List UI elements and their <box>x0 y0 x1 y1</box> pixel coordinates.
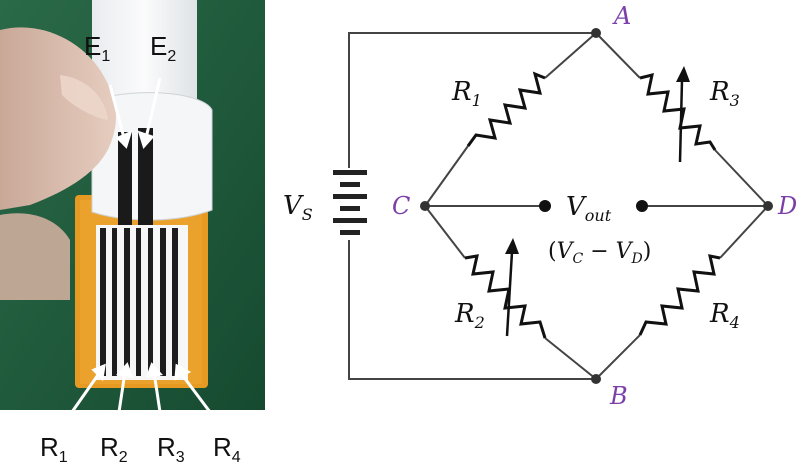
label-e2: E2 <box>150 31 176 65</box>
variable-arrow-r2 <box>505 238 519 337</box>
wire-r3-d <box>714 149 769 207</box>
node-d-dot <box>763 201 773 211</box>
wire-bottom <box>348 240 596 380</box>
vout-terminal-right <box>636 200 648 212</box>
thumb <box>0 27 116 210</box>
r3-label: R3 <box>709 77 740 110</box>
sensor-photo: E1 E2 R1 R2 R3 R4 <box>0 0 265 466</box>
label-r2: R2 <box>100 432 128 466</box>
wire-c-r2 <box>424 205 466 259</box>
source-label: VS <box>283 191 313 224</box>
battery-symbol <box>333 170 367 235</box>
vout-formula: (VC − VD) <box>548 239 651 267</box>
wire-r1-c <box>424 145 469 207</box>
vout-label: Vout <box>566 192 612 225</box>
r2-label: R2 <box>454 299 485 332</box>
label-r4: R4 <box>213 432 241 466</box>
wire-r2-b <box>544 337 597 380</box>
node-c-label: C <box>392 192 410 220</box>
vout-terminal-left <box>539 200 551 212</box>
variable-arrow-r3 <box>676 66 690 163</box>
r1-label: R1 <box>451 77 482 110</box>
wire-r4-b <box>595 334 641 380</box>
node-d-label: D <box>777 192 797 220</box>
node-c-dot <box>420 201 430 211</box>
resistor-r1 <box>466 71 546 147</box>
wire-a-r1 <box>544 32 597 79</box>
wire-d-r4 <box>719 205 769 259</box>
resistor-r3 <box>639 72 717 151</box>
electrode-e1 <box>118 132 132 227</box>
label-e1: E1 <box>84 31 110 65</box>
node-a-label: A <box>612 2 631 30</box>
wire-top <box>348 32 596 168</box>
r4-label: R4 <box>709 299 740 332</box>
electrode-arrows <box>108 77 162 149</box>
node-b-label: B <box>609 382 628 410</box>
wire-a-r3 <box>595 32 641 79</box>
label-r1: R1 <box>40 432 68 466</box>
resistor-r4 <box>638 254 721 336</box>
node-a-dot <box>591 28 601 38</box>
strip-arrows <box>70 362 212 413</box>
resistor-strips <box>100 228 178 376</box>
thumbnail <box>60 75 108 120</box>
electrode-e2 <box>138 128 153 227</box>
label-r3: R3 <box>157 432 185 466</box>
node-b-dot <box>591 374 601 384</box>
